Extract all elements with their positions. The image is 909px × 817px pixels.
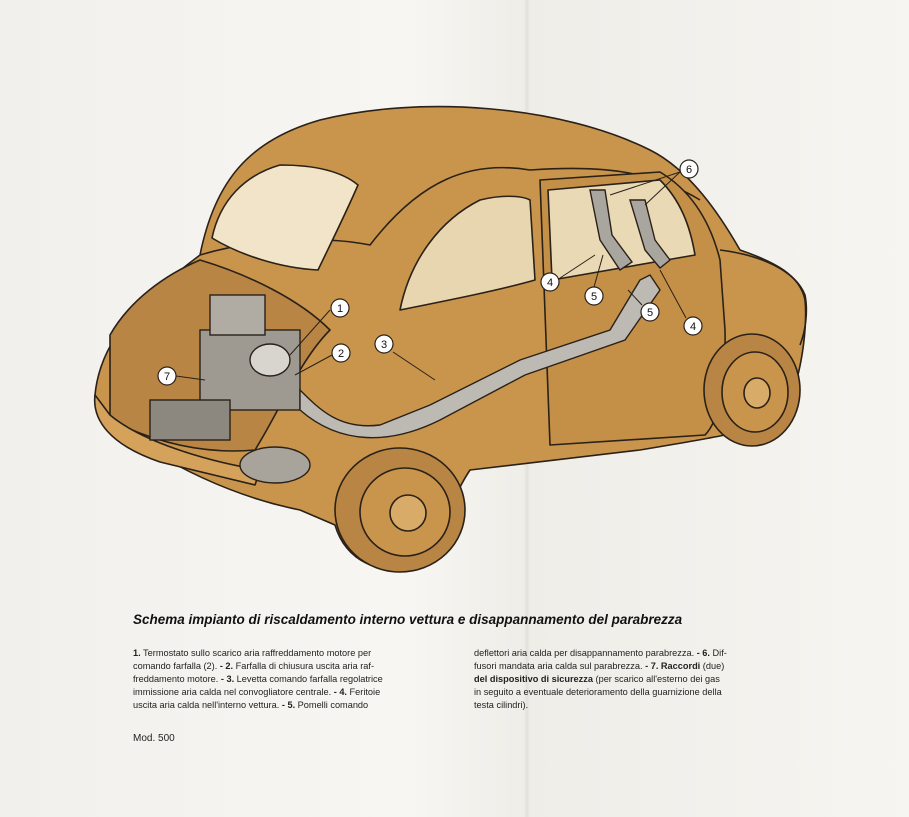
description-text: (per scarico all'esterno dei gas xyxy=(592,674,720,684)
callout-4-left: 4 xyxy=(540,254,596,292)
callout-5-right-label: 5 xyxy=(647,307,653,319)
description-line: uscita aria calda nell'interno vettura. … xyxy=(133,699,433,712)
caption-title: Schema impianto di riscaldamento interno… xyxy=(133,612,683,627)
callout-7-label: 7 xyxy=(164,371,170,383)
description-text: immissione aria calda nel convogliatore … xyxy=(133,687,334,697)
callout-5-left: 5 xyxy=(584,254,604,306)
description-text: Feritoie xyxy=(346,687,381,697)
callout-2: 2 xyxy=(294,343,351,376)
callout-6-label: 6 xyxy=(686,164,692,176)
description-right-column: deflettori aria calda per disappannament… xyxy=(474,647,774,712)
description-line: deflettori aria calda per disappannament… xyxy=(474,647,774,660)
description-line: fusori mandata aria calda sul parabrezza… xyxy=(474,660,774,673)
callout-3: 3 xyxy=(374,334,436,381)
model-label: Mod. 500 xyxy=(133,733,175,744)
description-text: - 7. Raccordi xyxy=(645,661,701,671)
callout-4-left-label: 4 xyxy=(547,277,553,289)
description-line: in seguito a eventuale deterioramento de… xyxy=(474,686,774,699)
description-line: testa cilindri). xyxy=(474,699,774,712)
description-line: del dispositivo di sicurezza (per scaric… xyxy=(474,673,774,686)
callout-2-label: 2 xyxy=(338,348,344,360)
callout-1-label: 1 xyxy=(337,303,343,315)
car-heating-diagram: 1 2 3 4 5 xyxy=(93,105,808,573)
description-line: immissione aria calda nel convogliatore … xyxy=(133,686,433,699)
engine xyxy=(149,294,311,484)
callout-5-right: 5 xyxy=(627,289,660,322)
description-text: testa cilindri). xyxy=(474,700,529,710)
description-text: fusori mandata aria calda sul parabrezza… xyxy=(474,661,646,671)
description-line: 1. Termostato sullo scarico aria raffred… xyxy=(133,647,433,660)
callout-4-right: 4 xyxy=(659,269,703,336)
description-text: - 6. xyxy=(696,648,710,658)
description-text: Dif- xyxy=(709,648,727,658)
description-text: Farfalla di chiusura uscita aria raf- xyxy=(233,661,375,671)
description-text: in seguito a eventuale deterioramento de… xyxy=(474,687,722,697)
front-wheel xyxy=(703,333,801,447)
description-text: - 5. xyxy=(281,700,296,710)
callout-7: 7 xyxy=(157,366,206,386)
description-text: - 3. xyxy=(220,674,235,684)
description-left-column: 1. Termostato sullo scarico aria raffred… xyxy=(133,647,433,712)
description-text: (due) xyxy=(700,661,725,671)
description-line: comando farfalla (2). - 2. Farfalla di c… xyxy=(133,660,433,673)
callout-markers: 1 2 3 4 5 xyxy=(157,159,703,386)
description-text: del dispositivo di sicurezza xyxy=(474,674,593,684)
description-text: - 4. xyxy=(333,687,347,697)
air-duct xyxy=(299,189,671,439)
callout-1: 1 xyxy=(289,298,350,356)
description-text: uscita aria calda nell'interno vettura. xyxy=(133,700,282,710)
rear-wheel xyxy=(334,447,466,573)
description-text: Termostato sullo scarico aria raffreddam… xyxy=(140,648,372,658)
description-line: freddamento motore. - 3. Levetta comando… xyxy=(133,673,433,686)
callout-3-label: 3 xyxy=(381,339,387,351)
description-text: freddamento motore. xyxy=(133,674,221,684)
callout-4-right-label: 4 xyxy=(690,321,696,333)
description-text: Levetta comando farfalla regolatrice xyxy=(234,674,383,684)
callout-6: 6 xyxy=(609,159,699,206)
description-text: comando farfalla (2). xyxy=(133,661,220,671)
callout-5-left-label: 5 xyxy=(591,291,597,303)
description-text: 1. xyxy=(133,648,141,658)
description-text: Pomelli comando xyxy=(295,700,369,710)
description-text: deflettori aria calda per disappannament… xyxy=(474,648,697,658)
description-text: - 2. xyxy=(219,661,234,671)
